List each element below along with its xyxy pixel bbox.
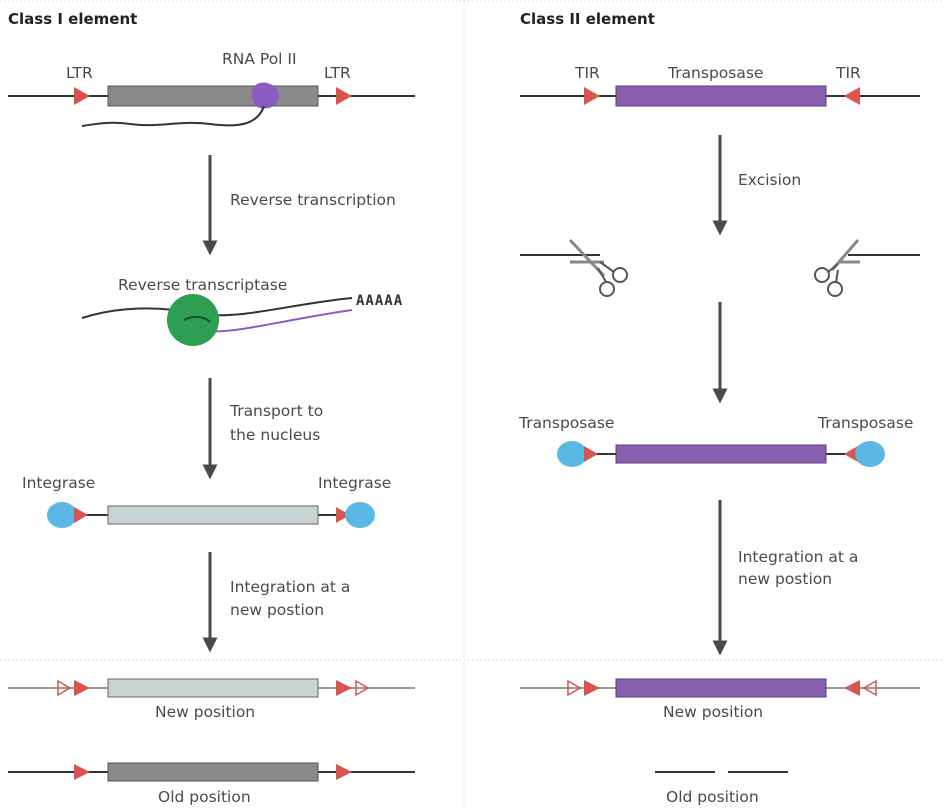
tir-right-label: TIR (835, 64, 861, 82)
tir-left-label: TIR (574, 64, 600, 82)
integrase-right-icon (345, 502, 375, 528)
tir-left-triangle (584, 87, 600, 105)
step-integration-class1-line2: new postion (230, 601, 324, 619)
class2-new-position-element (520, 678, 920, 698)
step-integration-class2-line1: Integration at a (738, 548, 858, 566)
integrase-left-label: Integrase (22, 474, 95, 492)
class1-new-position-element (8, 678, 415, 698)
class1-old-position-label: Old position (158, 788, 251, 806)
step-integration-class2-line2: new postion (738, 570, 832, 588)
reverse-transcriptase-label: Reverse transcriptase (118, 276, 287, 294)
reverse-transcriptase-icon (167, 294, 219, 346)
scissors-right-icon (814, 239, 860, 297)
transposase-right-label: Transposase (817, 414, 913, 432)
class1-new-position-label: New position (155, 703, 255, 721)
transposase-left-label: Transposase (518, 414, 614, 432)
class1-title: Class I element (8, 10, 137, 28)
class1-ltr-element (8, 82, 415, 127)
step-transport-line1: Transport to (229, 402, 323, 420)
class2-tir-element (520, 85, 920, 107)
step-reverse-transcription: Reverse transcription (230, 191, 396, 209)
integrase-right-label: Integrase (318, 474, 391, 492)
ltr-left-label: LTR (66, 64, 93, 82)
step-excision: Excision (738, 171, 801, 189)
class2-old-position-label: Old position (666, 788, 759, 806)
transposase-right-icon (855, 441, 885, 467)
poly-a-tail: AAAAA (356, 293, 403, 309)
transposase-top-label: Transposase (667, 64, 763, 82)
class1-old-position-element (8, 762, 415, 782)
rna-pol-ii-icon (251, 82, 279, 109)
transposase-left-icon (557, 441, 587, 467)
reverse-transcriptase-complex (81, 294, 353, 346)
transposase-complex (557, 441, 885, 467)
ltr-right-label: LTR (324, 64, 351, 82)
ltr-right-triangle (336, 87, 352, 105)
step-transport-line2: the nucleus (230, 426, 320, 444)
tir-right-triangle (844, 87, 860, 105)
step-integration-class1-line1: Integration at a (230, 578, 350, 596)
ltr-left-triangle (74, 87, 90, 105)
integrase-left-icon (47, 502, 77, 528)
integrase-complex (47, 502, 375, 528)
class2-new-position-label: New position (663, 703, 763, 721)
scissors-left-icon (568, 238, 628, 297)
rna-pol-label: RNA Pol II (222, 50, 297, 68)
rna-transcript (81, 105, 265, 127)
class2-title: Class II element (520, 10, 655, 28)
